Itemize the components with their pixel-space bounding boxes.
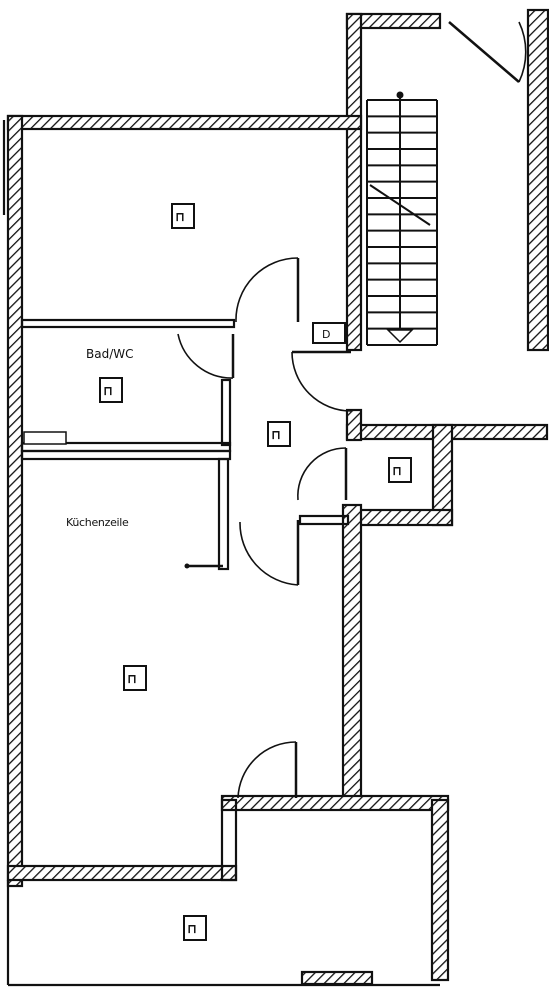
kitchen-bottom-wall (6, 864, 238, 882)
fixtures: D (23, 322, 346, 569)
room-marker-box (123, 665, 147, 691)
terrace-top-wall (220, 794, 450, 812)
meter-box (312, 322, 346, 344)
bath-bottom-wall-2 (20, 449, 232, 461)
room-marker: ⊓ (128, 672, 136, 687)
right-wall-lower (341, 503, 363, 807)
room-label: Bad/WC (86, 347, 134, 361)
door-bathroom[interactable] (177, 333, 235, 379)
kitchen-right-wall (217, 457, 230, 571)
stair-arrow (386, 329, 414, 344)
terrace-left-post (220, 798, 238, 882)
room-marker: ⊓ (176, 210, 184, 225)
top-wall (6, 114, 363, 131)
hall-bottom-wall (298, 514, 350, 526)
room-top-left: ⊓ (171, 203, 195, 229)
staircase (366, 91, 438, 346)
bath-tub (23, 431, 67, 445)
room-marker-box (267, 421, 291, 447)
door-kitchen[interactable] (239, 520, 300, 586)
room-label: Küchenzeile (66, 516, 129, 529)
terrace-right-wall (430, 798, 450, 982)
bath-right-wall (220, 378, 232, 447)
stair-cut-line (369, 184, 431, 226)
room-hallway: ⊓ (267, 421, 291, 447)
storage-bottom-wall (345, 508, 454, 527)
storage-left-wall (345, 408, 363, 442)
room-bad-wc: Bad/WC ⊓ (86, 347, 134, 403)
door-storage[interactable] (297, 447, 348, 501)
door-hall-stair[interactable] (291, 350, 352, 412)
room-marker: ⊓ (272, 428, 280, 443)
room-marker-box (171, 203, 195, 229)
left-wall (6, 114, 24, 888)
door-top-room[interactable] (235, 257, 300, 323)
room-marker: ⊓ (188, 922, 196, 937)
top-room-bottom-wall (20, 318, 236, 329)
door-stair-entry[interactable] (448, 21, 527, 83)
room-marker: ⊓ (104, 384, 112, 399)
kitchen-counter-end (184, 563, 190, 569)
terrace-bottom-segment (300, 970, 374, 986)
room-kuechenzeile: Küchenzeile ⊓ (66, 516, 147, 691)
stair-start-dot (396, 91, 404, 99)
stair-tower-right-wall (526, 8, 549, 352)
room-marker: ⊓ (393, 464, 401, 479)
room-marker-box (99, 377, 123, 403)
room-marker-box (183, 915, 207, 941)
door-terrace[interactable] (237, 741, 298, 799)
meter-label: D (322, 328, 330, 341)
doors (177, 21, 527, 799)
walls (2, 8, 549, 987)
room-marker-box (388, 457, 412, 483)
stair-tower-left-wall (345, 12, 363, 352)
room-terrace: ⊓ (183, 915, 207, 941)
room-abstellraum: ⊓ (388, 457, 412, 483)
